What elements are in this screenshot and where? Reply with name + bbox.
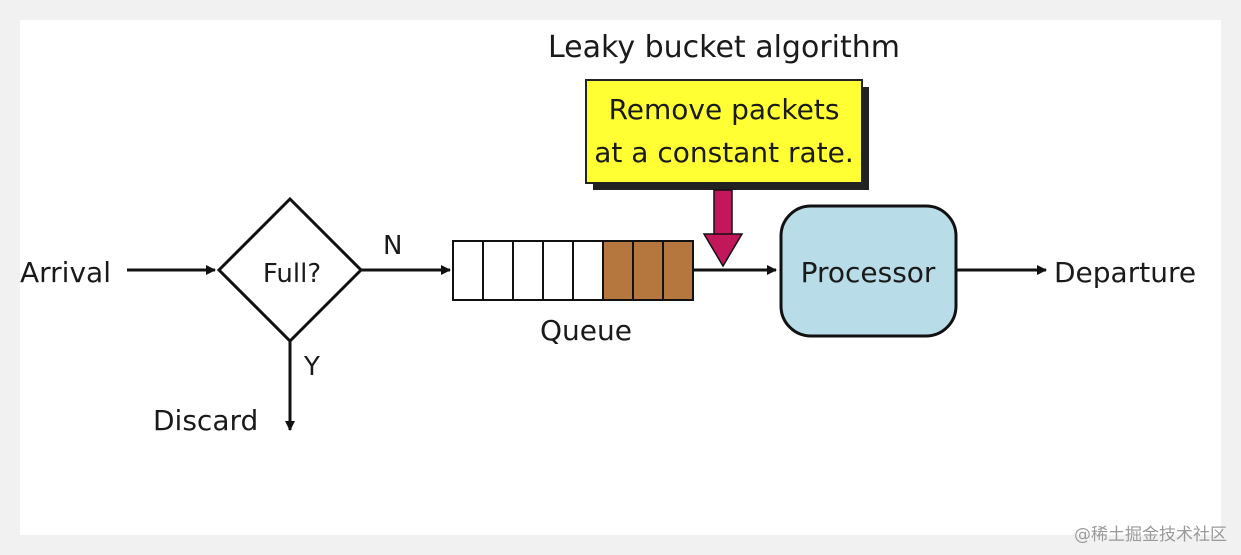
- queue-slot-empty: [482, 240, 514, 301]
- departure-label: Departure: [1054, 256, 1196, 289]
- discard-label: Discard: [153, 404, 258, 437]
- note-line-1: Remove packets: [609, 93, 840, 126]
- decision-label: Full?: [263, 259, 321, 289]
- no-label: N: [383, 231, 402, 261]
- queue-label: Queue: [540, 314, 632, 347]
- queue-slot-filled: [632, 240, 664, 301]
- note-line-2: at a constant rate.: [594, 136, 854, 169]
- queue-slot-empty: [572, 240, 604, 301]
- yes-label: Y: [303, 352, 320, 382]
- queue-slot-filled: [602, 240, 634, 301]
- watermark: @稀土掘金技术社区: [1074, 525, 1227, 545]
- note-box: [585, 79, 863, 184]
- queue-slot-empty: [542, 240, 574, 301]
- queue-slot-filled: [662, 240, 694, 301]
- queue-slot-empty: [452, 240, 484, 301]
- processor-label: Processor: [801, 256, 936, 289]
- diagram-title: Leaky bucket algorithm: [548, 30, 900, 65]
- rate-arrow-icon: [702, 189, 744, 268]
- queue-slot-empty: [512, 240, 544, 301]
- queue: [452, 240, 694, 301]
- arrival-label: Arrival: [20, 256, 111, 289]
